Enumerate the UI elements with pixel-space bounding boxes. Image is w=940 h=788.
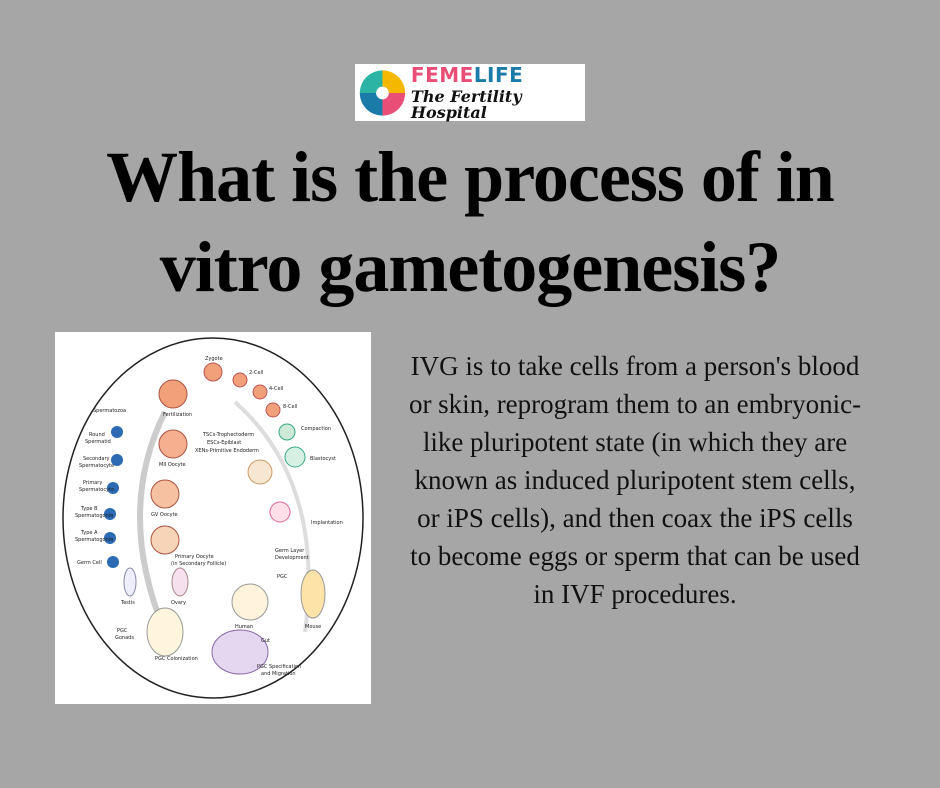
label-testis: Testis <box>120 600 135 606</box>
label-4cell: 4-Cell <box>269 386 283 392</box>
label-spermatid: Spermatid <box>85 439 111 445</box>
label-pgc-spec: PGC Specification <box>257 664 301 670</box>
label-primary-oocyte: Primary Oocyte <box>175 554 214 560</box>
label-development: Development <box>275 555 309 561</box>
label-type-b: Type B <box>80 506 98 512</box>
label-mii-oocyte: MII Oocyte <box>159 462 186 468</box>
label-escs: ESCs-Epiblast <box>207 440 241 446</box>
label-gv-oocyte: GV Oocyte <box>151 512 178 518</box>
body-paragraph: IVG is to take cells from a person's blo… <box>408 351 862 609</box>
label-pgc-2: PGC <box>117 628 128 634</box>
label-compaction: Compaction <box>301 426 331 432</box>
label-pgc: PGC <box>277 574 288 580</box>
label-germ-layer: Germ Layer <box>275 548 305 554</box>
label-pgc-colonization: PGC Colonization <box>155 656 198 662</box>
label-gonads: Gonads <box>115 635 134 641</box>
label-zygote: Zygote <box>205 356 223 362</box>
logo-brand: FEMELIFE <box>410 62 524 87</box>
label-8cell: 8-Cell <box>283 404 297 410</box>
label-and-migration: and Migration <box>261 671 296 677</box>
label-blastocyst: Blastocyst <box>310 456 336 462</box>
label-spermatogonia-2: Spermatogonia <box>75 537 113 543</box>
label-spermatocyte-2: Spermatocyte <box>79 487 114 493</box>
label-in-secondary-follicle: (in Secondary Follicle) <box>171 561 226 567</box>
label-fertilization: Fertilization <box>163 412 192 418</box>
label-mouse: Mouse <box>305 624 321 630</box>
label-xens: XENs-Primitive Endoderm <box>195 448 259 454</box>
label-implantation: Implantation <box>311 520 343 526</box>
label-spermatogonia: Spermatogonia <box>75 513 113 519</box>
logo-mark-icon <box>359 69 406 116</box>
hospital-logo: FEMELIFE The Fertility Hospital <box>355 64 585 121</box>
label-spermatocyte: Spermatocyte <box>79 463 114 469</box>
label-ovary: Ovary <box>171 600 186 606</box>
label-round: Round <box>89 432 105 438</box>
label-germ-cell: Germ Cell <box>77 560 102 566</box>
logo-tagline: The Fertility Hospital <box>410 86 522 122</box>
label-gut: Gut <box>261 638 270 644</box>
label-2cell: 2-Cell <box>249 370 263 376</box>
label-spermatozoa: Spermatozoa <box>93 408 126 414</box>
page-title: What is the process of in vitro gametoge… <box>106 137 835 307</box>
label-type-a: Type A <box>80 530 98 536</box>
label-tscs: TSCs-Trophectoderm <box>202 432 254 438</box>
ivg-cycle-diagram: Zygote 2-Cell 4-Cell 8-Cell Compaction B… <box>55 332 371 704</box>
label-secondary: Secondary <box>83 456 110 462</box>
label-human: Human <box>235 624 253 630</box>
label-primary: Primary <box>83 480 102 486</box>
